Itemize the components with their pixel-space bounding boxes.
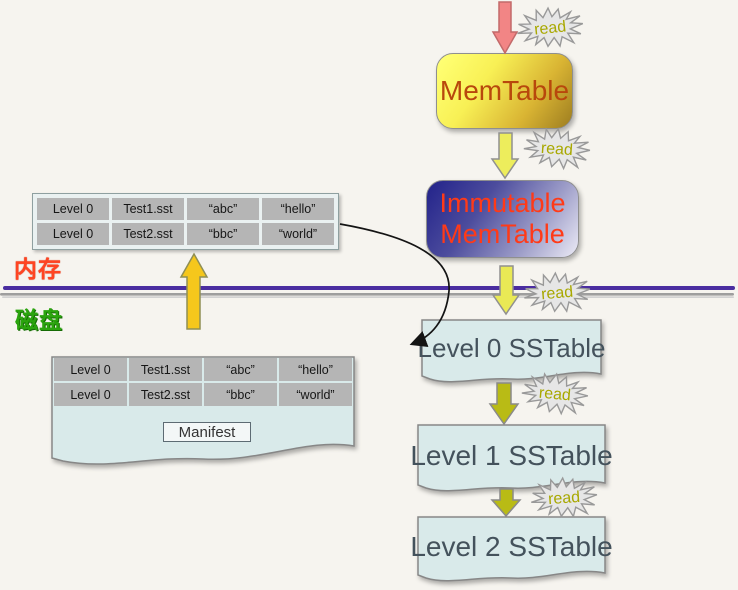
manifest-node: Manifest: [163, 422, 251, 442]
disk-sst-table-grid: Level 0 Test1.sst “abc” “hello” Level 0 …: [54, 358, 352, 406]
table-cell: Test1.sst: [129, 358, 202, 381]
table-cell: “world”: [262, 223, 334, 245]
table-cell: Level 0: [37, 198, 109, 220]
read-burst-1: [514, 3, 586, 52]
table-cell: Level 0: [54, 358, 127, 381]
level2-sstable-label: Level 2 SSTable: [410, 531, 613, 562]
document-shape: [417, 516, 606, 582]
document-shape: [51, 356, 355, 465]
read-entry-arrow: [491, 1, 519, 55]
table-cell: “bbc”: [204, 383, 277, 406]
level0-sstable-node: Level 0 SSTable: [417, 319, 606, 391]
divider-shadow-line-2: [2, 296, 734, 298]
divider-shadow-line: [0, 293, 734, 296]
table-cell: “abc”: [187, 198, 259, 220]
level2-sstable-node: Level 2 SSTable: [410, 516, 613, 590]
level0-sstable-label: Level 0 SSTable: [417, 332, 606, 363]
table-cell: Level 0: [37, 223, 109, 245]
memtable-node: MemTable: [436, 53, 573, 129]
memory-sst-table: Level 0 Test1.sst “abc” “hello” Level 0 …: [32, 193, 339, 250]
read-burst-2: [521, 126, 592, 171]
memtable-to-immutable-arrow: [490, 132, 520, 180]
table-cell: Test2.sst: [129, 383, 202, 406]
read-burst-3: [521, 269, 593, 316]
memory-disk-divider-line: [3, 286, 735, 290]
table-cell: “bbc”: [187, 223, 259, 245]
table-cell: Test1.sst: [112, 198, 184, 220]
level1-sstable-node: Level 1 SSTable: [410, 424, 613, 500]
table-cell: “world”: [279, 383, 352, 406]
memory-sst-table-grid: Level 0 Test1.sst “abc” “hello” Level 0 …: [37, 198, 334, 245]
disk-to-memory-arrow: [179, 252, 209, 330]
table-cell: “hello”: [279, 358, 352, 381]
table-cell: “hello”: [262, 198, 334, 220]
disk-files-document: Level 0 Test1.sst “abc” “hello” Level 0 …: [51, 356, 355, 476]
table-cell: “abc”: [204, 358, 277, 381]
disk-region-label: 磁盘: [15, 307, 63, 333]
level1-sstable-label: Level 1 SSTable: [410, 440, 613, 471]
memory-region-label: 内存: [14, 256, 62, 282]
table-cell: Test2.sst: [112, 223, 184, 245]
immutable-to-level0-arrow: [491, 265, 521, 316]
table-cell: Level 0: [54, 383, 127, 406]
memtable-label: MemTable: [439, 75, 570, 106]
